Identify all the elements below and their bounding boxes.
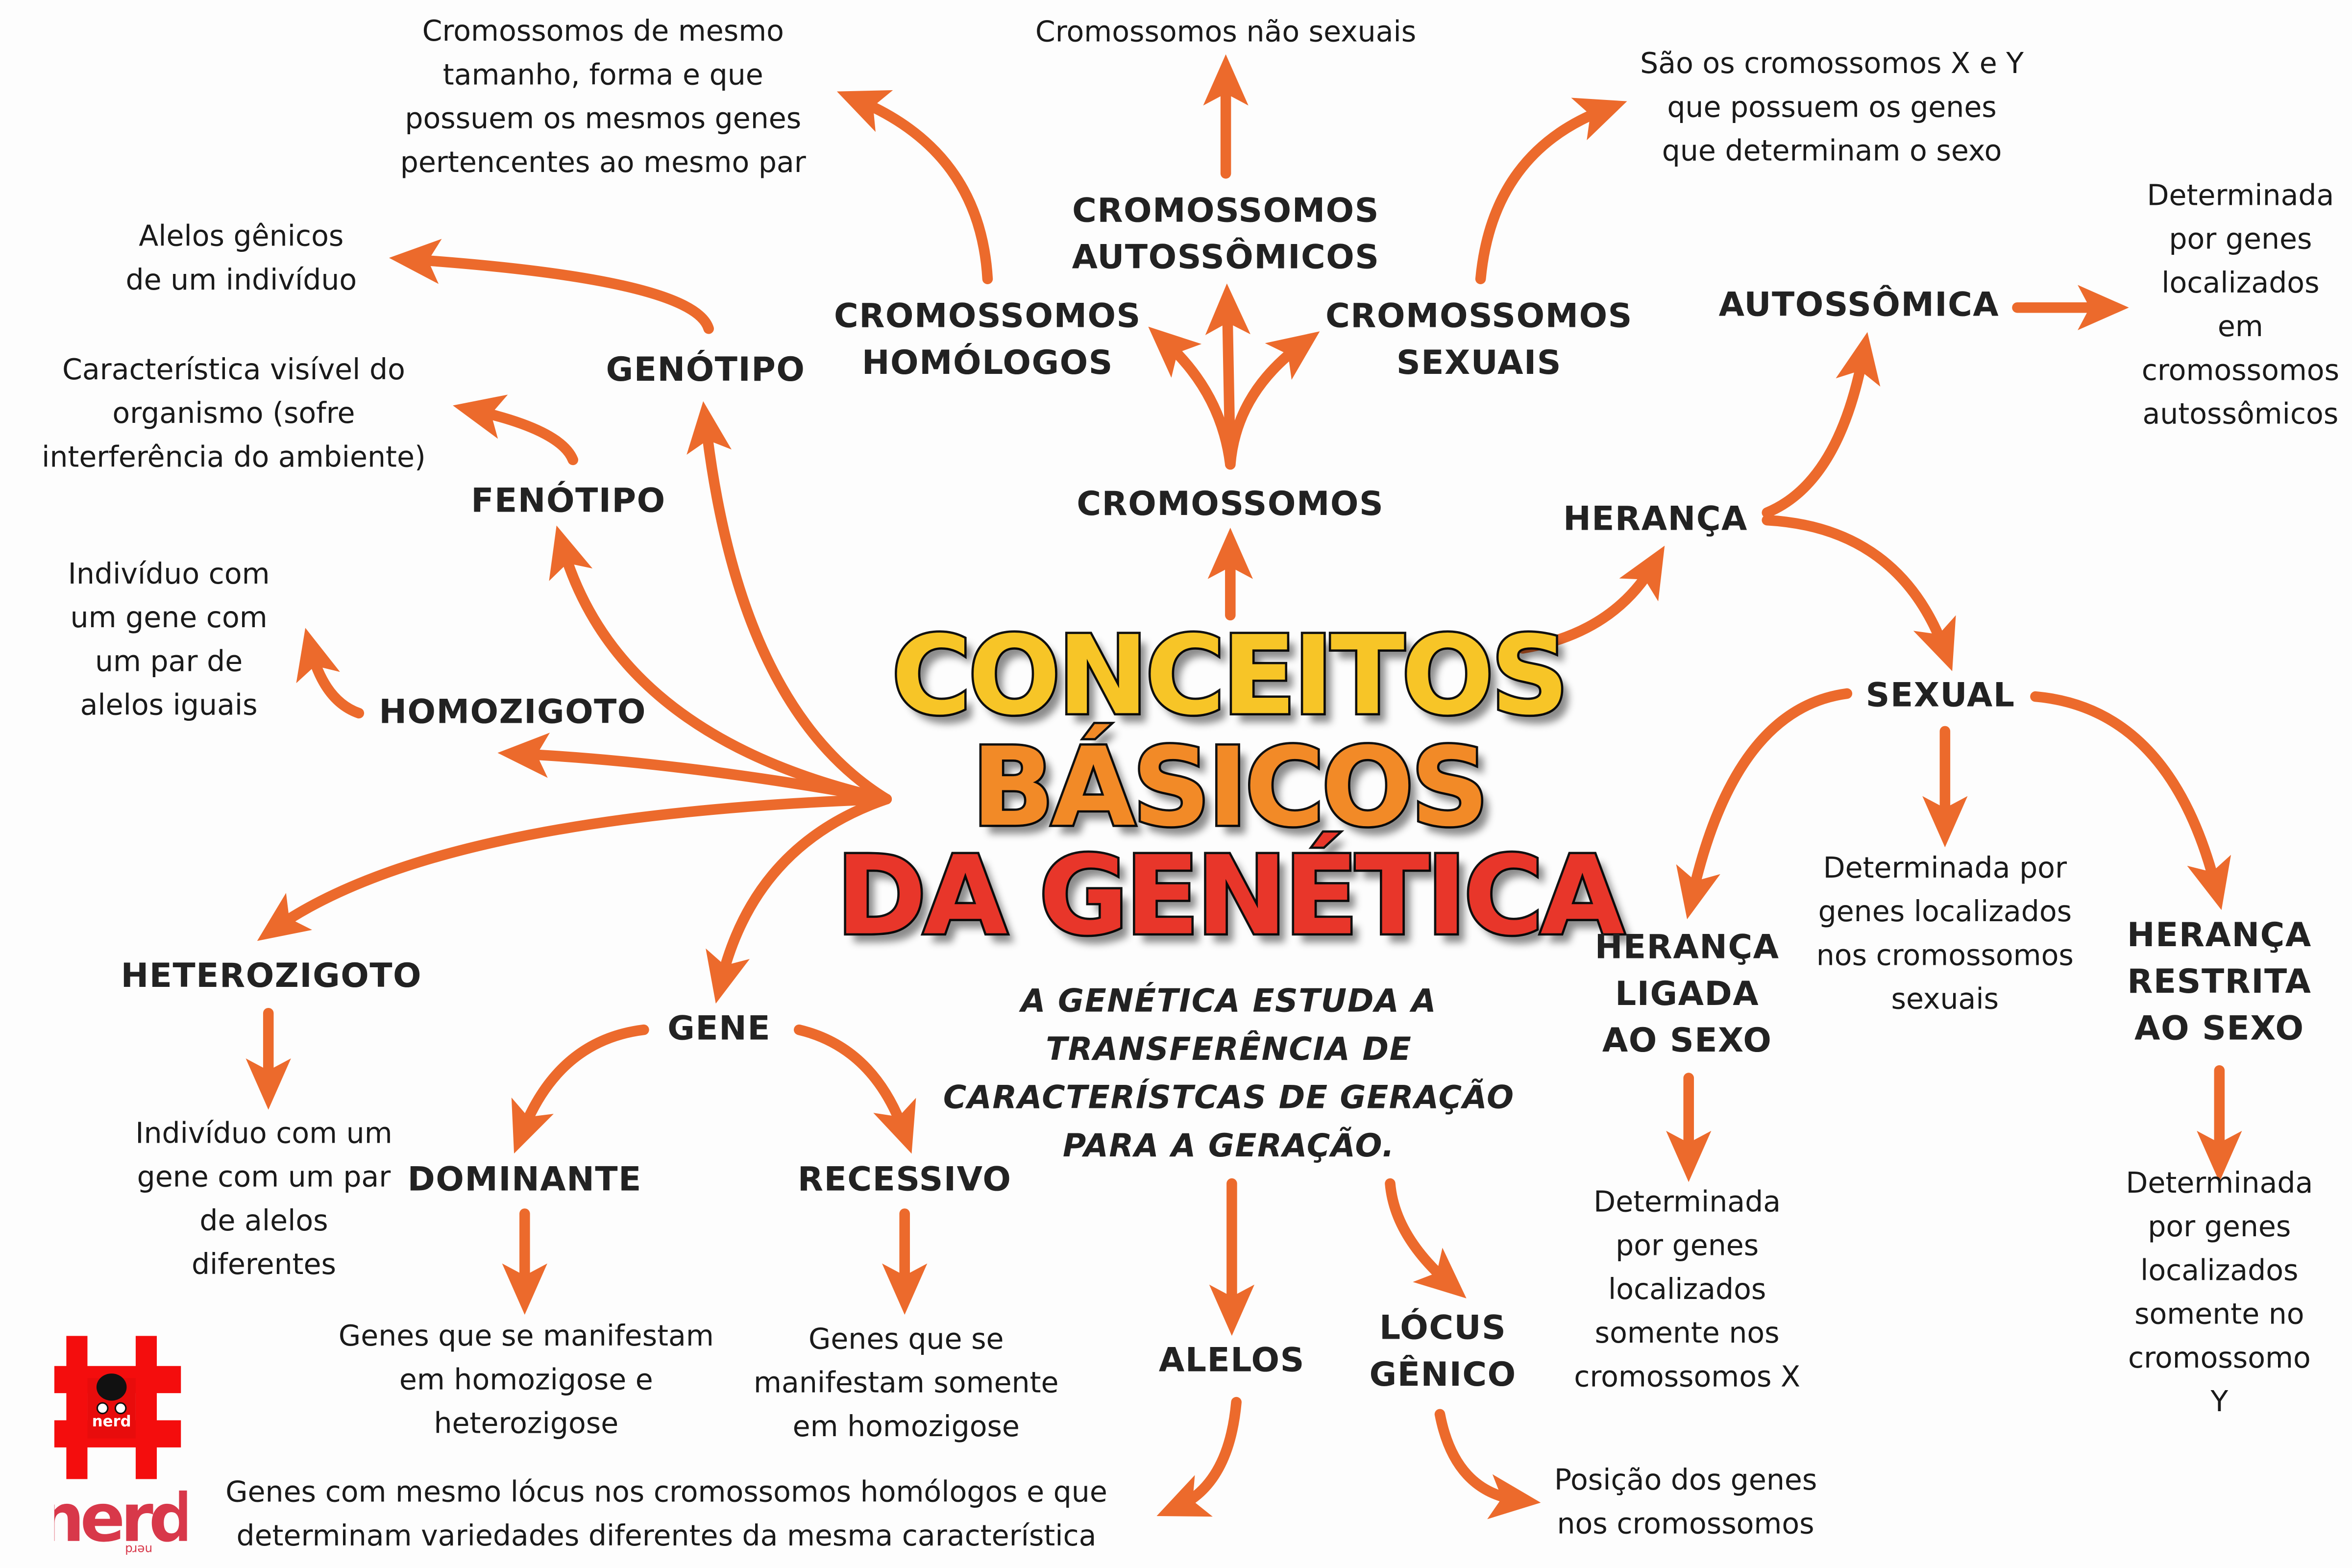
node-cromossomos-sexuais: CROMOSSOMOS SEXUAIS [1325,298,1633,383]
arrow-gene-recessivo [794,1024,916,1154]
node-heterozigoto: HETEROZIGOTO [121,958,422,996]
arrow-hub-homozigoto [497,733,892,805]
note-autossomica: Determinada por genes localizados em cro… [2141,179,2340,432]
node-alelos: ALELOS [1158,1343,1305,1380]
arrow-title-heranca [1518,545,1665,654]
arrow-genotipo-note [389,239,714,334]
note-heranca-ligada: Determinada por genes localizados soment… [1574,1186,1801,1394]
arrow-alelos-note [1156,1396,1242,1517]
arrow-homologos-note [836,90,993,285]
arrow-cromossomos-homologos [1148,326,1236,470]
node-fenotipo: FENÓTIPO [471,483,666,521]
node-heranca-ligada: HERANÇA LIGADA AO SEXO [1594,929,1780,1061]
node-homozigoto: HOMOZIGOTO [379,694,646,732]
node-genotipo: GENÓTIPO [606,352,806,390]
note-dominante: Genes que se manifestam em homozigose e … [338,1320,714,1441]
node-autossomica: AUTOSSÔMICA [1718,287,2000,325]
arrow-hub-genotipo [686,401,892,805]
svg-text:nerd: nerd [92,1413,131,1430]
node-cromossomos: CROMOSSOMOS [1077,486,1384,524]
node-dominante: DOMINANTE [407,1161,642,1200]
note-genotipo: Alelos gênicos de um indivíduo [125,220,357,297]
arrow-homozigoto-note [296,628,365,719]
title-line-1: CONCEITOS [889,612,1571,739]
note-sexual: Determinada por genes localizados nos cr… [1816,852,2074,1016]
description: A GENÉTICA ESTUDA A TRANSFERÊNCIA DE CAR… [943,983,1515,1164]
title-line-2: BÁSICOS [969,723,1491,851]
arrow-cromossomos-sexuais [1225,331,1320,470]
arrow-hub-fenotipo [549,525,892,805]
arrow-heranca-sexual [1762,514,1956,671]
arrow-sexuais-note [1475,98,1627,285]
svg-text:nerd: nerd [54,1479,187,1556]
arrow-heranca-autossomica [1762,332,1881,518]
note-autossomicos: Cromossomos não sexuais [1035,16,1417,49]
note-heranca-restrita: Determinada por genes localizados soment… [2126,1167,2313,1419]
arrow-locus-note [1434,1409,1541,1519]
arrow-sexual-restrita [2030,691,2231,910]
note-homozigoto: Indivíduo com um gene com um par de alel… [68,558,270,722]
node-sexual: SEXUAL [1865,678,2015,716]
arrow-hub-gene [706,794,892,1004]
node-heranca-restrita: HERANÇA RESTRITA AO SEXO [2127,917,2312,1049]
arrow-desc-locus [1385,1178,1467,1298]
note-recessivo: Genes que se manifestam somente em homoz… [754,1323,1059,1444]
note-sexuais: São os cromossomos X e Y que possuem os … [1640,47,2024,169]
note-alelos: Genes com mesmo lócus nos cromossomos ho… [225,1476,1107,1553]
arrow-fenotipo-note [453,394,579,466]
node-gene: GENE [667,1011,771,1049]
node-cromossomos-homologos: CROMOSSOMOS HOMÓLOGOS [833,298,1141,383]
note-homologos: Cromossomos de mesmo tamanho, forma e qu… [400,15,806,180]
node-cromossomos-autossomicos: CROMOSSOMOS AUTOSSÔMICOS [1072,193,1380,278]
title-line-3: DA GENÉTICA [834,832,1627,959]
nerd-logo: nerd nerd nerd [54,1336,187,1556]
node-recessivo: RECESSIVO [797,1161,1012,1200]
note-heterozigoto: Indivíduo com um gene com um par de alel… [135,1117,392,1282]
arrow-gene-dominante [511,1024,649,1154]
arrow-sexual-ligada [1676,688,1853,919]
arrow-hub-heterozigoto [257,794,892,941]
svg-text:nerd: nerd [125,1543,152,1556]
note-locus: Posição dos genes nos cromossomos [1554,1464,1817,1541]
node-heranca: HERANÇA [1563,501,1748,539]
note-fenotipo: Característica visível do organismo (sof… [42,353,426,474]
node-locus-genico: LÓCUS GÊNICO [1369,1310,1517,1395]
